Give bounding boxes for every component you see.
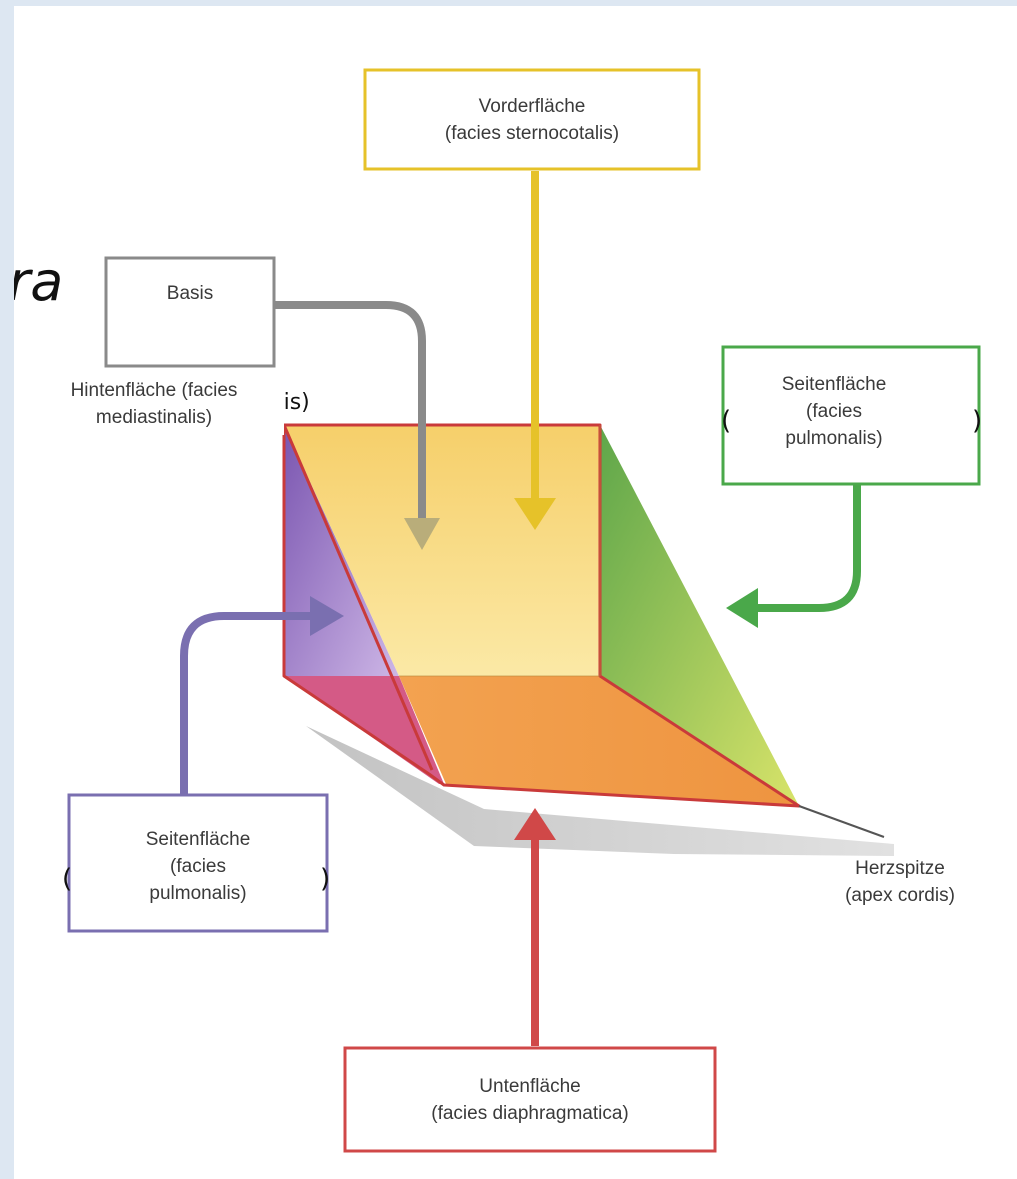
fragment-ra: ra [14, 250, 64, 313]
fragment-paren-open-right: ( [721, 406, 732, 436]
shadow-shape [306, 726, 894, 856]
label-seitenflaeche-rechts: Seitenfläche (facies pulmonalis) [730, 362, 938, 460]
box-basis [104, 256, 276, 368]
label-hintenflaeche: Hintenfläche (facies mediastinalis) [24, 373, 284, 435]
fragment-paren-close-left: ) [320, 864, 331, 894]
arrow-seitenflaeche-rechts [726, 484, 861, 628]
label-untenflaeche: Untenfläche (facies diaphragmatica) [354, 1064, 706, 1136]
front-edge [282, 424, 434, 771]
right-face-green [600, 425, 799, 806]
diagram-canvas: ra alis) ( ) ( ) Vorderfläche (facies st… [14, 6, 1017, 1179]
arrow-untenflaeche [514, 808, 556, 1046]
fragment-paren-open-left: ( [62, 864, 73, 894]
apex-line [798, 805, 885, 838]
heart-surfaces-diagram [67, 68, 981, 1153]
label-basis: Basis [109, 276, 271, 310]
arrow-seitenflaeche-links [180, 596, 344, 794]
label-seitenflaeche-links: Seitenfläche (facies pulmonalis) [75, 816, 321, 916]
arrow-vorderflaeche [514, 171, 556, 530]
front-face-yellow [284, 425, 600, 676]
label-vorderflaeche: Vorderfläche (facies sternocotalis) [372, 86, 692, 154]
arrow-basis [274, 301, 440, 550]
label-herzspitze: Herzspitze (apex cordis) [845, 858, 955, 906]
bottom-face-orange [399, 676, 799, 806]
fragment-paren-close-right: ) [972, 406, 983, 436]
